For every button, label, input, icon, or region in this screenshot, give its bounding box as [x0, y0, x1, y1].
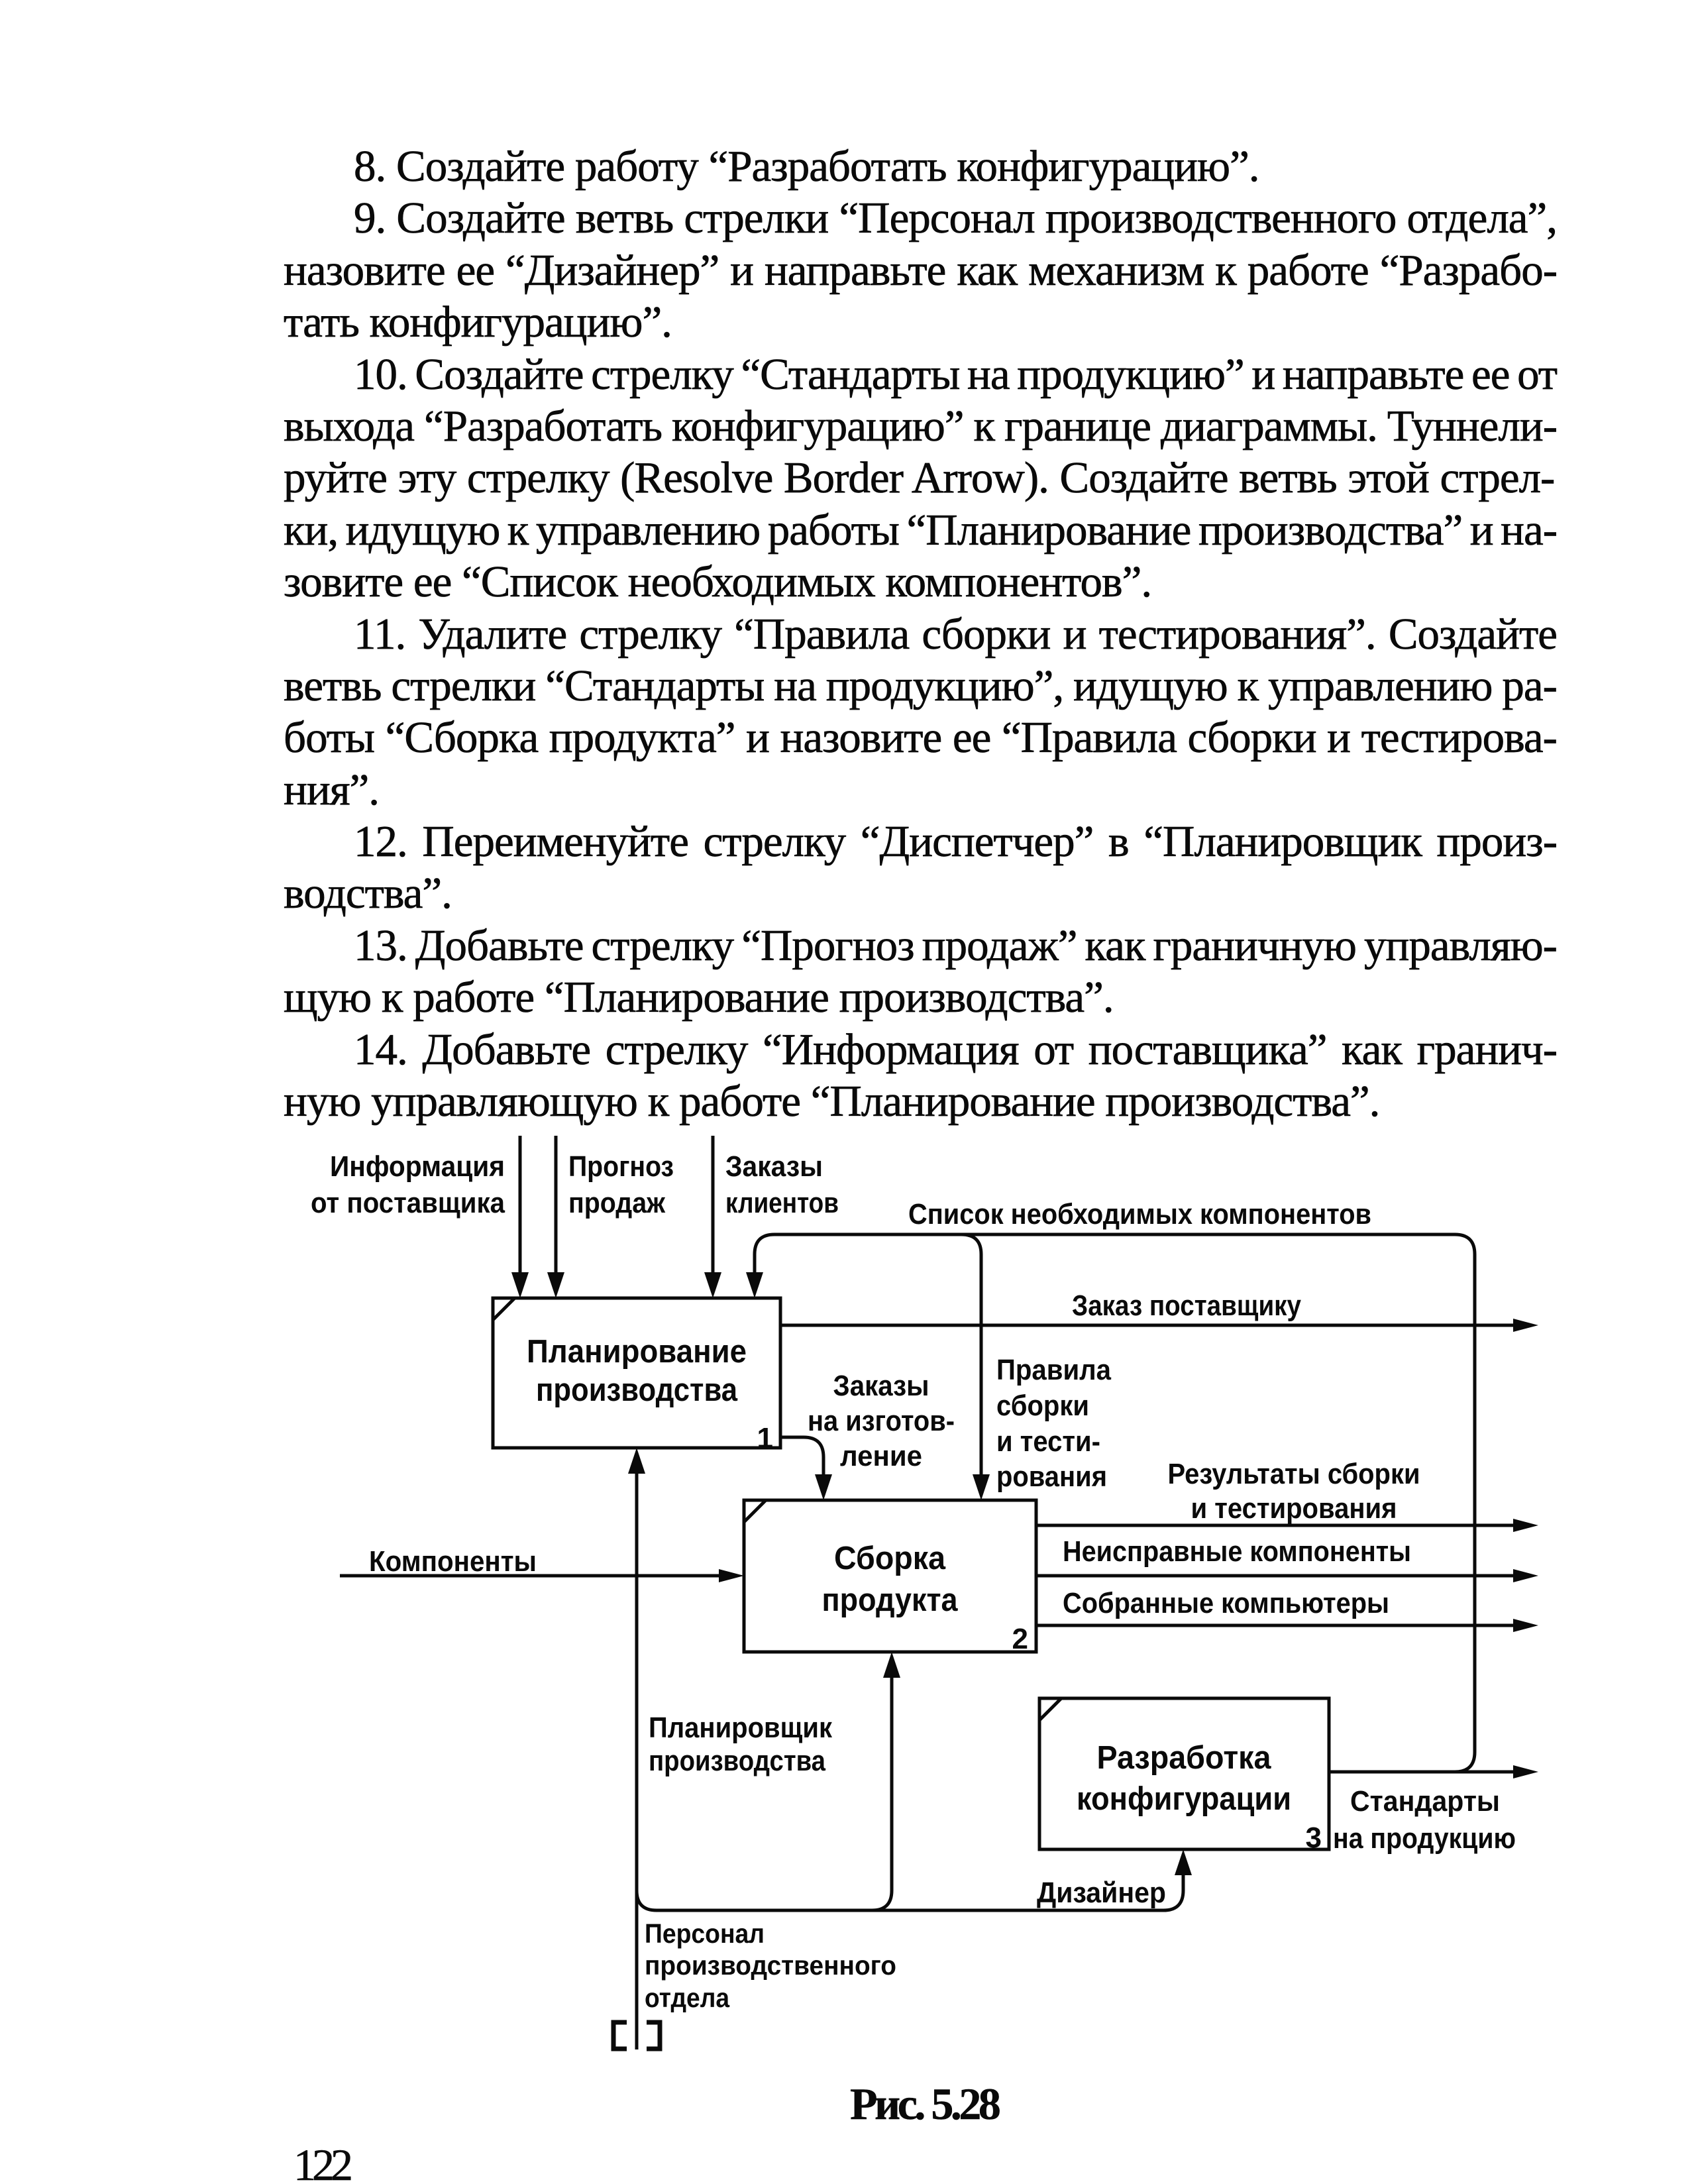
svg-text:отдела: отдела [645, 1983, 730, 2013]
svg-text:Список необходимых компонентов: Список необходимых компонентов [908, 1198, 1371, 1230]
svg-text:Компоненты: Компоненты [369, 1545, 537, 1578]
svg-text:Собранные компьютеры: Собранные компьютеры [1063, 1587, 1389, 1619]
svg-text:продукта: продукта [822, 1582, 959, 1618]
svg-text:ление: ление [840, 1440, 922, 1472]
svg-text:и тестирования: и тестирования [1191, 1492, 1397, 1525]
svg-text:производства: производства [649, 1745, 825, 1777]
svg-text:Правила: Правила [996, 1354, 1111, 1386]
svg-text:Персонал: Персонал [645, 1918, 765, 1949]
svg-text:Планировщик: Планировщик [649, 1712, 833, 1744]
svg-text:Результаты сборки: Результаты сборки [1168, 1458, 1420, 1490]
svg-text:и тести-: и тести- [996, 1425, 1100, 1458]
svg-text:1: 1 [757, 1422, 773, 1454]
svg-text:Дизайнер: Дизайнер [1037, 1877, 1166, 1909]
svg-text:Заказы: Заказы [725, 1150, 823, 1183]
svg-text:Планирование: Планирование [527, 1334, 747, 1370]
svg-text:Разработка: Разработка [1097, 1740, 1272, 1776]
svg-text:Заказ поставщику: Заказ поставщику [1072, 1289, 1301, 1322]
svg-text:Стандарты: Стандарты [1350, 1785, 1500, 1818]
svg-text:конфигурации: конфигурации [1077, 1781, 1291, 1817]
svg-text:на изготов-: на изготов- [808, 1405, 955, 1437]
svg-text:Неисправные компоненты: Неисправные компоненты [1063, 1535, 1411, 1568]
svg-text:Прогноз: Прогноз [568, 1150, 674, 1183]
svg-text:клиентов: клиентов [725, 1187, 839, 1219]
svg-text:рования: рования [996, 1460, 1107, 1493]
svg-text:продаж: продаж [568, 1187, 666, 1219]
svg-text:производственного: производственного [645, 1950, 896, 1981]
svg-text:2: 2 [1012, 1623, 1028, 1655]
svg-text:на продукцию: на продукцию [1333, 1822, 1516, 1855]
svg-text:3: 3 [1306, 1822, 1322, 1854]
svg-text:от поставщика: от поставщика [311, 1187, 505, 1219]
svg-text:производства: производства [536, 1372, 738, 1408]
svg-text:Информация: Информация [330, 1150, 505, 1183]
svg-text:Заказы: Заказы [833, 1370, 929, 1402]
svg-text:сборки: сборки [996, 1390, 1089, 1422]
svg-text:Сборка: Сборка [834, 1541, 946, 1576]
